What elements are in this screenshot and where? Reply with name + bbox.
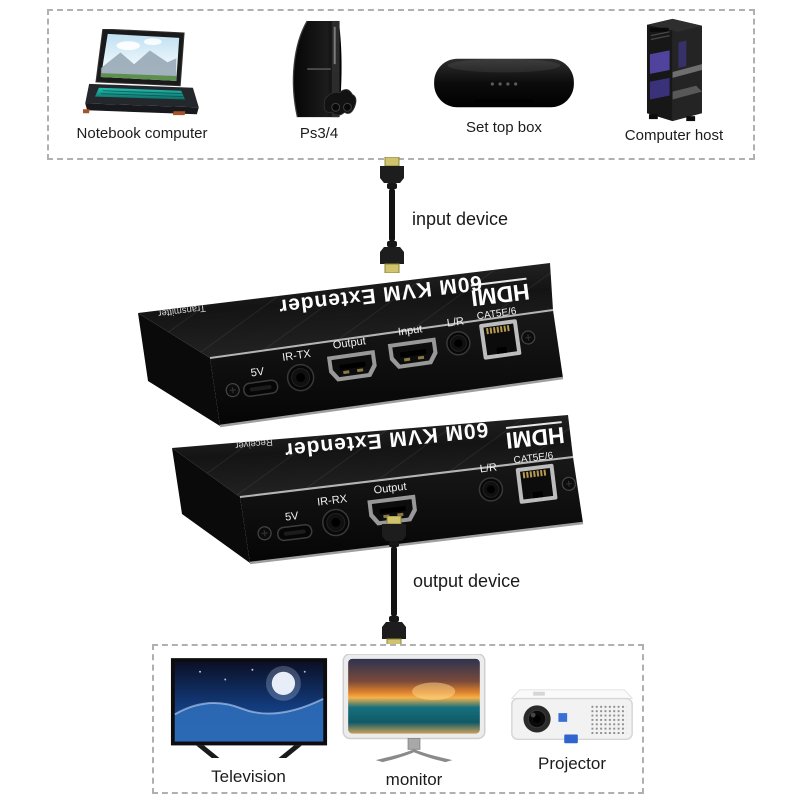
receiver-top-face	[172, 415, 573, 497]
port-label-output: Output	[332, 335, 366, 351]
receiver-left-face	[172, 448, 250, 563]
port-label-input: Input	[397, 323, 423, 338]
receiver-extender: 60M KVM Extender Receiver HDMI 5V IR	[172, 415, 584, 565]
lr-audio-jack	[478, 477, 504, 502]
screw-icon	[225, 383, 240, 398]
port-label-5v: 5V	[284, 510, 299, 524]
port-label-5v: 5V	[250, 366, 266, 380]
device-label: monitor	[385, 770, 443, 789]
projector-image	[510, 689, 634, 744]
device-label: Television	[211, 767, 286, 786]
hdmi-input-port	[387, 337, 438, 369]
output-device-caption: output device	[413, 571, 521, 591]
set-top-box-figure: Set top box	[424, 51, 584, 137]
screw-icon	[561, 476, 576, 491]
hdmi-logo: HDMI	[469, 277, 531, 311]
ps3-image	[292, 20, 357, 118]
port-label-lr: L/R	[479, 462, 498, 476]
hdmi-logo: HDMI	[505, 421, 566, 454]
output-devices-box: Television monitor	[152, 644, 644, 794]
device-label: Set top box	[466, 119, 542, 136]
television-image	[170, 658, 327, 759]
rj45-port	[515, 463, 558, 504]
set-top-box-image	[434, 58, 574, 108]
device-label: Ps3/4	[299, 125, 339, 142]
input-device-caption: input device	[412, 209, 509, 229]
computer-host-image	[646, 18, 702, 122]
lr-audio-jack	[446, 331, 471, 356]
input-devices-box: Notebook computer Ps3/4	[47, 9, 755, 160]
transmitter-front-face	[210, 310, 563, 426]
ir-tx-jack	[286, 363, 315, 392]
television-figure: Television	[166, 658, 331, 787]
input-hdmi-cable	[380, 157, 404, 273]
computer-host-figure: Computer host	[604, 15, 744, 145]
device-label: Projector	[537, 754, 607, 773]
screw-icon	[257, 526, 272, 541]
receiver-ports: 5V IR-RX Output L/R	[257, 451, 576, 542]
hdmi-output-port	[326, 350, 377, 382]
output-hdmi-cable	[382, 516, 406, 649]
port-label-output: Output	[373, 481, 407, 497]
transmitter-left-face	[138, 313, 220, 426]
hdmi-output-port	[367, 494, 417, 526]
receiver-role-text: Receiver	[235, 436, 273, 451]
transmitter-top-face	[138, 263, 553, 358]
device-label: Notebook computer	[76, 125, 208, 142]
rj45-port	[479, 319, 522, 360]
projector-figure: Projector	[502, 684, 642, 774]
transmitter-ports: 5V IR-TX Output Input	[225, 306, 536, 398]
ir-rx-jack	[322, 508, 350, 537]
device-label: Computer host	[624, 127, 724, 144]
usb-5v-port	[242, 379, 279, 398]
notebook-computer-image	[83, 29, 199, 116]
monitor-image	[342, 654, 486, 763]
port-label-lr: L/R	[446, 315, 465, 329]
screw-icon	[521, 330, 536, 345]
port-label-irtx: IR-TX	[281, 348, 312, 364]
usb-5v-port	[277, 524, 313, 542]
notebook-computer-figure: Notebook computer	[62, 29, 222, 143]
port-label-cat5e: CAT5E/6	[513, 451, 554, 467]
monitor-figure: monitor	[339, 654, 489, 790]
transmitter-extender: 60M KVM Extender Transmitter HDMI 5V	[138, 263, 564, 428]
ps3-figure: Ps3/4	[249, 19, 389, 143]
port-label-irrx: IR-RX	[317, 493, 349, 509]
